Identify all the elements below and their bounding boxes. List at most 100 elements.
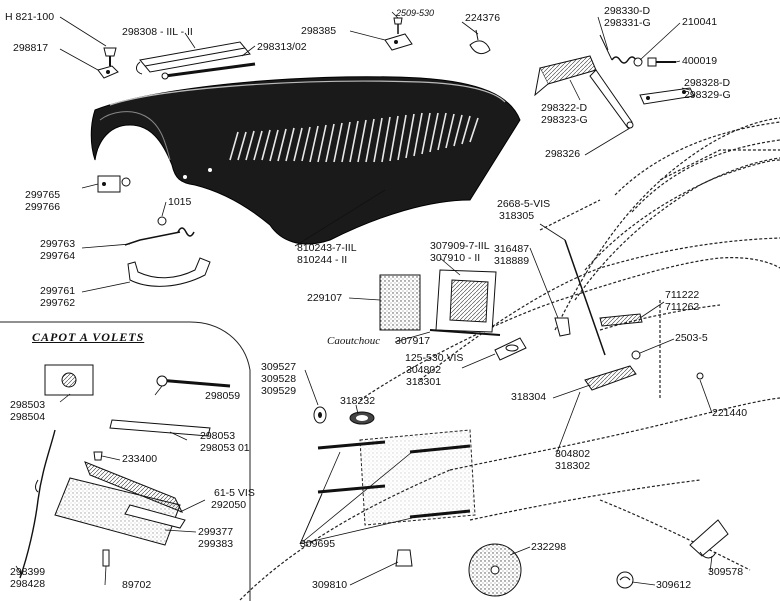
screw-233400 [93, 451, 103, 461]
label-810244: 810244 - II [297, 254, 348, 266]
stud-221440 [696, 372, 704, 380]
label-125-530: 125-530 VIS [405, 352, 464, 364]
label-298385: 298385 [301, 25, 337, 37]
label-299761: 299761 [40, 285, 76, 297]
label-318305: 318305 [499, 210, 535, 222]
spring-clip-224376 [469, 29, 491, 55]
label-298330: 298330-D [604, 5, 651, 17]
label-309529: 309529 [261, 385, 297, 397]
label-292050: 292050 [211, 499, 247, 511]
label-2668: 2668-5-VIS [497, 198, 551, 210]
label-298322: 298322-D [541, 102, 588, 114]
label-298323: 298323-G [541, 114, 588, 126]
hinge-strip-298308 [136, 41, 251, 75]
spring-wire-298399 [19, 429, 56, 579]
label-298313: 298313/02 [257, 41, 307, 53]
label-caoutchouc: Caoutchouc [327, 335, 381, 347]
windshield-outline [539, 121, 780, 231]
grommet-318232 [349, 411, 375, 425]
label-304802-a: 304802 [406, 364, 442, 376]
label-299377: 299377 [198, 526, 234, 538]
label-233400: 233400 [122, 453, 158, 465]
label-299383: 299383 [198, 538, 234, 550]
disc-232298 [468, 543, 522, 597]
label-309695: 309695 [300, 538, 336, 550]
bracket-298328 [639, 87, 695, 105]
rubber-pad-229107 [379, 274, 421, 331]
label-298817: 298817 [13, 42, 49, 54]
vent-frame-307909 [435, 269, 497, 333]
inset-border [0, 321, 251, 601]
label-307910: 307910 - II [430, 252, 481, 264]
label-298053: 298053 [200, 430, 236, 442]
label-309810: 309810 [312, 579, 348, 591]
label-309612: 309612 [656, 579, 692, 591]
label-318232: 318232 [340, 395, 376, 407]
label-299765: 299765 [25, 189, 61, 201]
hinge-box-298503 [44, 364, 94, 396]
label-318301: 318301 [406, 376, 442, 388]
cap-309612 [616, 571, 634, 589]
flap-299377 [54, 461, 186, 546]
label-298059: 298059 [205, 390, 241, 402]
label-318304: 318304 [511, 391, 547, 403]
label-810243: 810243-7-IIL [297, 242, 357, 254]
label-298503: 298503 [10, 399, 46, 411]
strap-309578 [689, 519, 729, 559]
catch-299765 [97, 175, 131, 193]
bolt-400019 [647, 57, 676, 67]
spring-298330 [599, 34, 637, 64]
label-400019: 400019 [682, 55, 718, 67]
screw-89702 [102, 549, 110, 567]
plug-309810 [395, 549, 413, 567]
label-307909: 307909-7-IIL [430, 240, 490, 252]
label-298053-01: 298053 01 [200, 442, 250, 454]
label-298326: 298326 [545, 148, 581, 160]
leader-lines [15, 11, 713, 586]
label-61-5: 61-5 VIS [214, 487, 255, 499]
spring-rod-299763 [124, 227, 195, 246]
label-298328: 298328-D [684, 77, 731, 89]
label-298331: 298331-G [604, 17, 651, 29]
seal-307917 [429, 329, 501, 336]
label-298504: 298504 [10, 411, 46, 423]
rod-2668 [564, 239, 606, 356]
label-316487: 316487 [494, 243, 530, 255]
label-232298: 232298 [531, 541, 567, 553]
label-318889: 318889 [494, 255, 530, 267]
washer-1015 [157, 216, 167, 226]
label-304802-b: 304802 [555, 448, 591, 460]
label-224376: 224376 [465, 12, 501, 24]
label-298308: 298308 - IIL - II [122, 26, 193, 38]
label-309528: 309528 [261, 373, 297, 385]
label-h821-100: H 821-100 [5, 11, 55, 23]
latch-318304 [584, 365, 637, 391]
label-299764: 299764 [40, 250, 76, 262]
label-309578: 309578 [708, 566, 744, 578]
front-fender-panel [90, 76, 521, 245]
label-229107: 229107 [307, 292, 343, 304]
clip-316487 [554, 317, 571, 337]
label-711222: 711222 [665, 289, 700, 301]
label-299766: 299766 [25, 201, 61, 213]
lever-298326 [589, 69, 634, 129]
rod-298059 [156, 375, 231, 388]
clip-298385 [384, 33, 413, 51]
label-89702: 89702 [122, 579, 152, 591]
label-298329: 298329-G [684, 89, 731, 101]
washer-2503 [631, 350, 641, 360]
label-2509-530: 2509-530 [396, 8, 435, 18]
fender-louvres [229, 112, 479, 163]
panel-with-bolts-309695 [317, 429, 476, 526]
label-298428: 298428 [10, 578, 46, 590]
strip-711222 [599, 313, 643, 327]
nut-298817 [97, 65, 119, 79]
label-318302: 318302 [555, 460, 591, 472]
hinge-pin-298313 [161, 62, 256, 80]
label-299762: 299762 [40, 297, 76, 309]
label-309527: 309527 [261, 361, 297, 373]
screw-h821-100 [103, 47, 117, 66]
label-299763: 299763 [40, 238, 76, 250]
bar-298053 [109, 419, 211, 437]
